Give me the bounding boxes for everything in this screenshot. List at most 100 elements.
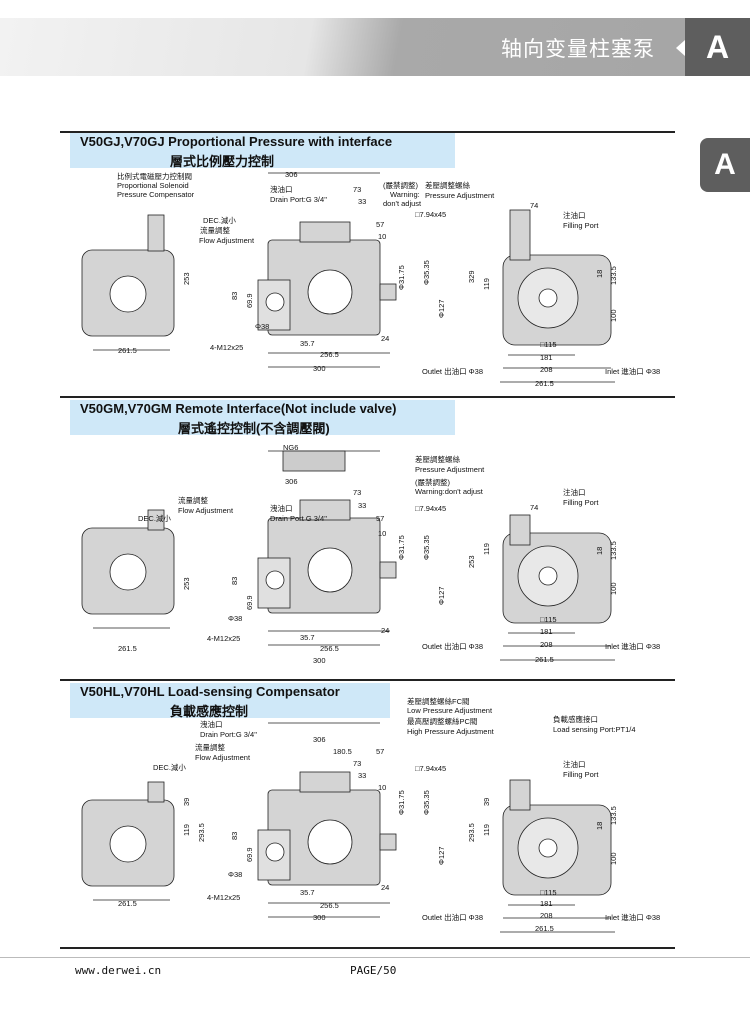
- control-valve: [147, 214, 165, 252]
- dimension-label: Φ35.35: [422, 535, 431, 560]
- dimension-label: 69.9: [245, 595, 254, 610]
- dimension-label: 負載感應接口: [553, 715, 598, 724]
- section-title-1: V50GJ,V70GJ Proportional Pressure with i…: [70, 133, 455, 169]
- section-title-en: V50HL,V70HL Load-sensing Compensator: [80, 684, 340, 699]
- dimension-label: Low Pressure Adjustment: [407, 706, 493, 715]
- dimension-label: 注油口: [563, 760, 586, 769]
- dimension-label: Φ127: [437, 586, 446, 606]
- dimension-label: 4-M12x25: [210, 343, 244, 352]
- header-band: [0, 18, 685, 76]
- dimension-label: 洩油口: [270, 504, 293, 513]
- shaft-circle: [538, 288, 558, 308]
- dimension-label: 57: [376, 514, 385, 523]
- dimension-label: 流量調整: [200, 226, 230, 235]
- dimension-label: 261.5: [118, 644, 137, 653]
- footer-divider: [0, 957, 750, 958]
- dimension-label: 差壓調整螺絲: [425, 181, 470, 190]
- dimension-label: 261.5: [535, 379, 554, 388]
- dimension-label: 24: [381, 883, 390, 892]
- dimension-label: □115: [540, 340, 557, 349]
- dimension-label: 18: [595, 821, 604, 830]
- dimension-label: □7.94x45: [415, 764, 447, 773]
- dimension-label: 100: [609, 309, 618, 322]
- dimension-label: 300: [313, 656, 326, 665]
- header-title: 轴向变量柱塞泵: [501, 38, 655, 61]
- dimension-label: 73: [353, 185, 362, 194]
- footer-website[interactable]: www.derwei.cn: [75, 964, 162, 977]
- dimension-label: 100: [609, 582, 618, 595]
- dimension-label: Φ31.75: [397, 535, 406, 560]
- dimension-label: 18: [595, 269, 604, 278]
- dimension-label: 253: [182, 272, 191, 285]
- dimension-label: 253: [467, 555, 476, 568]
- dimension-label: Pressure Compensator: [117, 190, 195, 199]
- dimension-label: 4-M12x25: [207, 893, 241, 902]
- dimension-label: Flow Adjustment: [199, 236, 255, 245]
- side-tab[interactable]: A: [700, 138, 750, 192]
- dimension-label: Φ127: [437, 846, 446, 866]
- dimension-label: Drain Port G 3/4": [270, 514, 327, 523]
- dimension-label: 119: [482, 278, 491, 290]
- dimension-label: Inlet 進油口 Φ38: [605, 367, 661, 376]
- divider: [60, 947, 675, 949]
- dimension-label: 119: [182, 824, 191, 836]
- dimension-label: 73: [353, 759, 362, 768]
- dimension-label: 33: [358, 501, 367, 510]
- dimension-label: don't adjust: [383, 199, 422, 208]
- dimension-label: DEC.減小: [138, 514, 171, 523]
- dimension-label: Drain Port:G 3/4": [200, 730, 257, 739]
- port-circle: [109, 553, 147, 591]
- dimension-label: Φ35.35: [422, 790, 431, 815]
- dimension-label: 256.5: [320, 350, 339, 359]
- footer-page: PAGE/50: [350, 964, 397, 977]
- dimension-label: 300: [313, 913, 326, 922]
- shaft: [379, 833, 397, 851]
- dimension-label: Flow Adjustment: [178, 506, 234, 515]
- dimension-label: 83: [230, 831, 239, 840]
- dimension-label: 306: [285, 170, 298, 179]
- dimension-label: Φ31.75: [397, 790, 406, 815]
- dimension-label: (嚴禁調整): [415, 478, 450, 487]
- dimension-label: 35.7: [300, 339, 315, 348]
- dimension-label: 119: [482, 824, 491, 836]
- control-block: [299, 499, 351, 521]
- dimension-label: Filling Port: [563, 770, 599, 779]
- header-arrow-icon: [676, 40, 685, 56]
- dimension-label: 181: [540, 627, 553, 636]
- shaft: [379, 561, 397, 579]
- dimension-label: Inlet 進油口 Φ38: [605, 913, 661, 922]
- dimension-label: Filling Port: [563, 498, 599, 507]
- dimension-label: 133.5: [609, 266, 618, 285]
- dimension-label: □115: [540, 615, 557, 624]
- divider: [60, 396, 675, 398]
- dimension-label: 差壓調整螺絲: [415, 455, 460, 464]
- dimension-label: Drain Port:G 3/4": [270, 195, 327, 204]
- dimension-label: 流量調整: [195, 743, 225, 752]
- dimension-label: 69.9: [245, 847, 254, 862]
- ng6-valve-icon: [282, 450, 346, 472]
- dimension-label: 24: [381, 334, 390, 343]
- section-title-2: V50GM,V70GM Remote Interface(Not include…: [70, 400, 455, 436]
- dimension-label: 10: [378, 783, 387, 792]
- dimension-label: 35.7: [300, 888, 315, 897]
- dimension-label: 10: [378, 232, 387, 241]
- dimension-label: 洩油口: [200, 720, 223, 729]
- dimension-label: 57: [376, 220, 385, 229]
- port-circle: [307, 819, 353, 865]
- dimension-label: Pressure Adjustment: [415, 465, 485, 474]
- dimension-label: □115: [540, 888, 557, 897]
- dimension-label: 4-M12x25: [207, 634, 241, 643]
- section-title-cn: 層式比例壓力控制: [170, 154, 275, 169]
- dimension-label: DEC.減小: [203, 216, 236, 225]
- dimension-label: 133.5: [609, 806, 618, 825]
- dimension-label: 261.5: [535, 924, 554, 933]
- control-valve: [147, 509, 165, 531]
- dimension-label: 比例式電磁壓力控制閥: [117, 172, 192, 181]
- dimension-label: 74: [530, 201, 539, 210]
- dimension-label: 261.5: [118, 346, 137, 355]
- dimension-label: 293.5: [467, 823, 476, 842]
- dimension-label: 差壓調整螺絲FC閥: [407, 697, 470, 706]
- dimension-label: High Pressure Adjustment: [407, 727, 494, 736]
- dimension-label: 流量調整: [178, 496, 208, 505]
- dimension-label: Outlet 出油口 Φ38: [422, 642, 484, 651]
